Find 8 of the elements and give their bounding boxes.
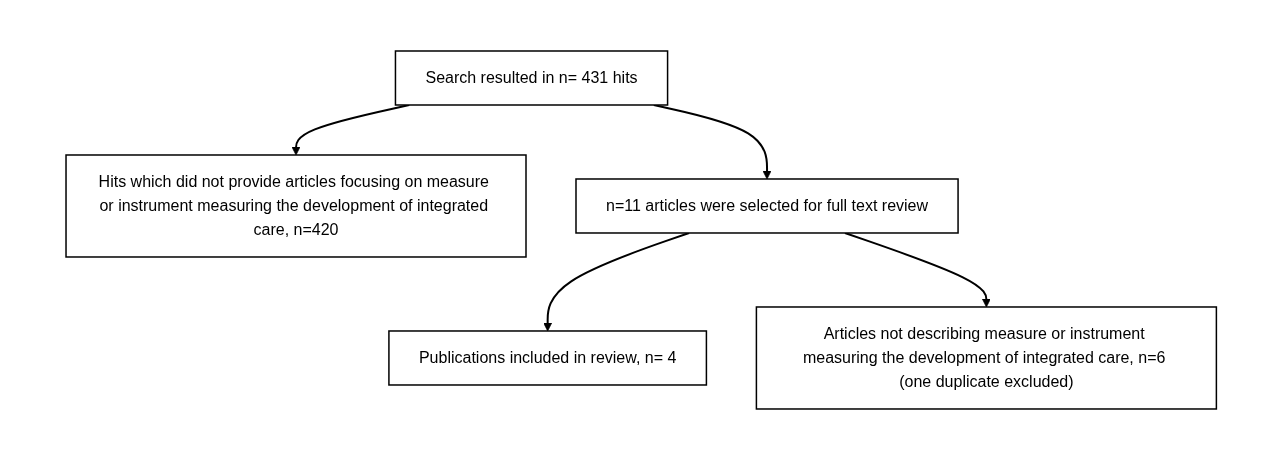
node-box: Articles not describing measure or instrument measuring the development of integrated care, n=6 (one duplicate excluded)	[755, 305, 1218, 410]
node-box: Hits which did not provide articles focusing on measure or instrument measuring the development of integrated care, n=420	[65, 153, 528, 258]
node-box: Publications included in review, n= 4	[388, 329, 708, 386]
node-box: Search resulted in n= 431 hits	[395, 49, 669, 106]
arrow	[543, 231, 691, 331]
arrow	[653, 103, 772, 179]
arrow	[844, 231, 992, 307]
node-box: n=11 articles were selected for full text review	[575, 177, 960, 234]
